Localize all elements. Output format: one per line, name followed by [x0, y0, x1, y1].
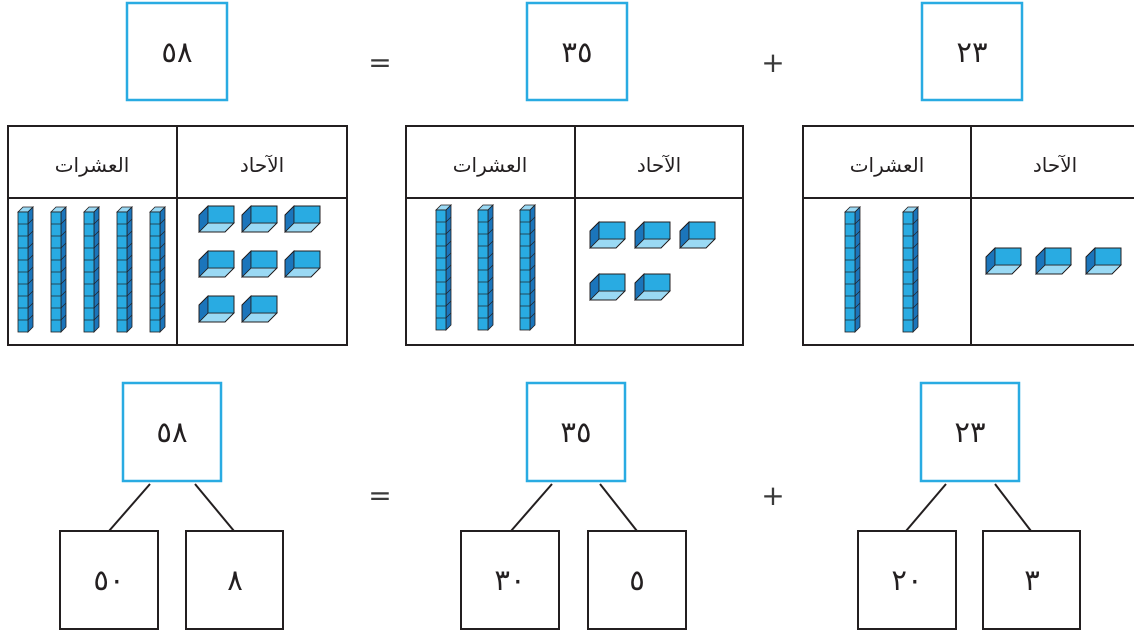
- ones-cubes: [985, 247, 1122, 275]
- bottom-equals-sign: =: [368, 479, 391, 512]
- ones-part-value: ٣: [1024, 563, 1040, 597]
- ones-cube: [198, 205, 235, 233]
- bond-line-left: [108, 483, 151, 532]
- tens-rod: [519, 204, 536, 331]
- ones-cube: [241, 250, 278, 278]
- tens-part-value: ٢٠: [891, 563, 922, 597]
- tens-header: العشرات: [850, 153, 925, 177]
- tens-part-value: ٥٠: [93, 563, 124, 597]
- whole-value: ٣٥: [560, 415, 591, 449]
- whole-value: ٢٣: [954, 415, 985, 449]
- tens-rod: [50, 206, 67, 333]
- ones-cube: [634, 273, 671, 301]
- bond-line-right: [194, 483, 235, 532]
- place-value-table-3: العشرات الآحاد: [802, 125, 1134, 346]
- ones-part-value: ٨: [227, 563, 243, 597]
- ones-part-box: [982, 530, 1081, 630]
- tens-header: العشرات: [453, 153, 528, 177]
- bond-line-left: [510, 483, 553, 532]
- tens-part-value: ٣٠: [494, 563, 525, 597]
- ones-header: الآحاد: [637, 153, 681, 177]
- bond-line-right: [599, 483, 638, 532]
- ones-cube: [198, 250, 235, 278]
- tens-header: العشرات: [55, 153, 130, 177]
- ones-cube: [589, 221, 626, 249]
- bond-line-left: [905, 483, 947, 532]
- tens-part-box: [59, 530, 159, 630]
- ones-cubes: [198, 205, 321, 323]
- tens-rods: [435, 204, 536, 331]
- number-bond-1: ٥٨ ٥٠ ٨: [59, 381, 284, 630]
- ones-cube: [985, 247, 1022, 275]
- whole-box: [525, 381, 627, 483]
- tens-rod: [116, 206, 133, 333]
- ones-part-box: [185, 530, 284, 630]
- ones-header: الآحاد: [1033, 153, 1077, 177]
- ones-cube: [284, 205, 321, 233]
- ones-cube: [634, 221, 671, 249]
- whole-value: ٥٨: [156, 415, 187, 449]
- tens-rod: [844, 206, 861, 333]
- ones-header: الآحاد: [240, 153, 284, 177]
- bottom-plus-sign: +: [761, 479, 784, 512]
- tens-part-box: [857, 530, 957, 630]
- whole-box: [919, 381, 1021, 483]
- number-bond-3: ٢٣ ٢٠ ٣: [857, 381, 1081, 630]
- table-frame: [802, 125, 1134, 346]
- addend-a-value: ٣٥: [561, 35, 592, 69]
- ones-cube: [589, 273, 626, 301]
- bond-line-right: [994, 483, 1032, 532]
- whole-box: [121, 381, 223, 483]
- plus-sign: +: [761, 46, 784, 79]
- ones-cube: [1035, 247, 1072, 275]
- tens-rod: [83, 206, 100, 333]
- ones-cube: [198, 295, 235, 323]
- tens-rods: [17, 206, 166, 333]
- number-bond-2: ٣٥ ٣٠ ٥: [460, 381, 687, 630]
- ones-cube: [1085, 247, 1122, 275]
- ones-part-value: ٥: [629, 563, 645, 597]
- top-number-sentence: ٥٨ = ٣٥ + ٢٣: [125, 1, 1024, 102]
- tens-rods: [844, 206, 919, 333]
- ones-cubes: [589, 221, 716, 301]
- ones-part-box: [587, 530, 687, 630]
- sum-value: ٥٨: [161, 35, 192, 69]
- sum-box: [125, 1, 229, 102]
- addend-b-box: [920, 1, 1024, 102]
- ones-cube: [284, 250, 321, 278]
- tens-part-box: [460, 530, 560, 630]
- place-value-table-1: العشرات الآحاد: [7, 125, 348, 346]
- ones-cube: [679, 221, 716, 249]
- tens-rod: [17, 206, 34, 333]
- tens-rod: [149, 206, 166, 333]
- ones-cube: [241, 295, 278, 323]
- place-value-table-2: العشرات الآحاد: [405, 125, 744, 346]
- addend-a-box: [525, 1, 629, 102]
- tens-rod: [435, 204, 452, 331]
- tens-rod: [477, 204, 494, 331]
- equals-sign: =: [368, 46, 391, 79]
- tens-rod: [902, 206, 919, 333]
- addend-b-value: ٢٣: [956, 35, 987, 69]
- ones-cube: [241, 205, 278, 233]
